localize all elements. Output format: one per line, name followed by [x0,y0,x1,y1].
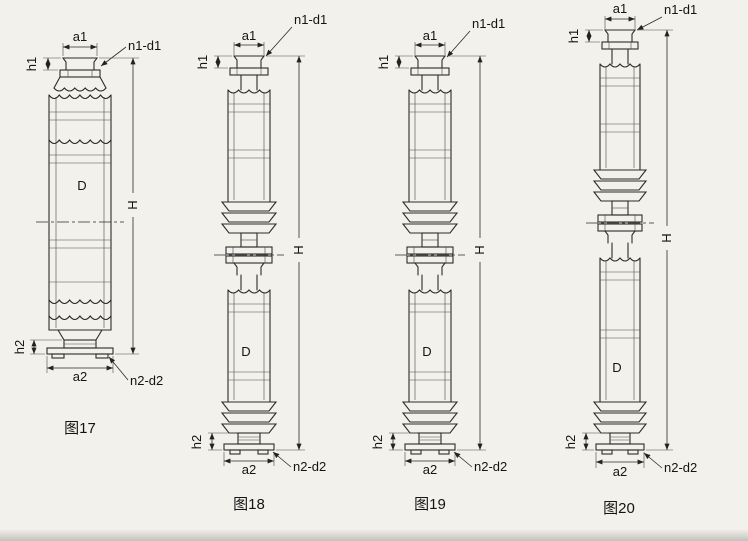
figure-19: D a1 h1 n1-d1 H h2 [370,16,507,513]
upper-column [220,89,278,234]
upper-column [401,89,459,234]
base-flange [595,432,645,455]
dim-H-label: H [659,233,674,242]
diameter-label: D [422,344,431,359]
top-cap [229,55,269,91]
upper-column [592,63,648,202]
dim-a1-label: a1 [242,28,256,43]
figure-caption: 图17 [64,420,96,437]
dim-h1-label: h1 [376,55,391,69]
top-cap [601,29,639,65]
figure-caption: 图20 [603,500,635,517]
dimension-annotations: a1 h1 n1-d1 H h2 a2 n2-d2 [563,1,697,479]
base-flange [223,432,275,455]
dim-a2-label: a2 [242,462,256,477]
coupling-flange [395,232,465,291]
dim-n1d1-label: n1-d1 [294,12,327,27]
diameter-label: D [612,360,621,375]
dim-H-label: H [125,200,140,209]
dim-a2-label: a2 [73,369,87,384]
figure-caption: 图19 [414,496,446,513]
dim-h1-label: h1 [195,55,210,69]
dim-h2-label: h2 [563,435,578,449]
dim-n2d2-label: n2-d2 [293,459,326,474]
figure-20: D a1 h1 n1-d1 H h2 [563,1,697,517]
base-flange [46,329,114,359]
dim-H-label: H [291,245,306,254]
figure-18: D a1 h1 n1-d1 H h2 [189,12,327,513]
dim-n1d1-label: n1-d1 [128,38,161,53]
dim-h1-label: h1 [566,29,581,43]
dim-h2-label: h2 [12,340,27,354]
figure-17: D a1 h1 n1-d1 H h2 [12,29,163,437]
base-flange [404,432,456,455]
dimension-annotations: a1 h1 n1-d1 H h2 a2 n2-d2 [370,16,507,477]
dim-a1-label: a1 [613,1,627,16]
dimension-annotations: a1 h1 n1-d1 H h2 a2 n2-d2 [189,12,327,477]
diameter-label: D [241,344,250,359]
dimension-annotations: a1 h1 n1-d1 H h2 a2 n2-d2 [12,29,163,388]
dim-h2-label: h2 [370,435,385,449]
coupling-flange [586,200,654,259]
lower-column: D [592,257,648,434]
dim-n2d2-label: n2-d2 [130,373,163,388]
diameter-label: D [77,178,86,193]
lower-column: D [220,289,278,434]
dim-h1-label: h1 [24,57,39,71]
figure-caption: 图18 [233,496,265,513]
dim-H-label: H [472,245,487,254]
dim-n1d1-label: n1-d1 [664,2,697,17]
dim-n1d1-label: n1-d1 [472,16,505,31]
dim-n2d2-label: n2-d2 [474,459,507,474]
dim-n2d2-label: n2-d2 [664,460,697,475]
dim-a2-label: a2 [613,464,627,479]
top-cap [53,57,107,92]
lower-column: D [401,289,459,434]
dim-a1-label: a1 [423,28,437,43]
coupling-flange [214,232,284,291]
dim-a1-label: a1 [73,29,87,44]
top-cap [410,55,450,91]
dim-a2-label: a2 [423,462,437,477]
insulator-body: D [36,94,124,331]
dim-h2-label: h2 [189,435,204,449]
